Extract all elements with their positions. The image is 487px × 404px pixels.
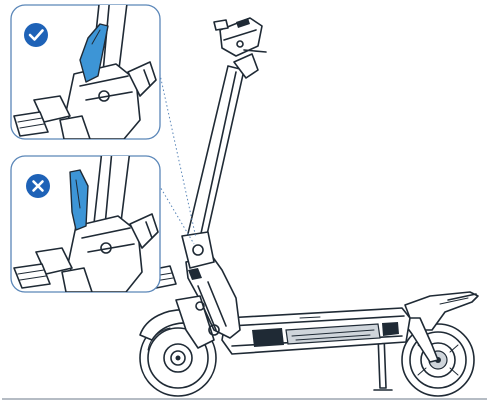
status-badge-correct	[24, 23, 48, 47]
detail-panel-incorrect	[10, 155, 161, 293]
status-badge-incorrect	[26, 174, 50, 198]
handlebar	[213, 17, 267, 57]
check-icon	[28, 29, 44, 41]
cross-icon	[32, 180, 44, 192]
scooter-illustration	[2, 17, 487, 400]
callout-lines	[158, 69, 197, 245]
steering-stem	[181, 53, 259, 269]
folding-lever-correct	[79, 23, 109, 83]
scooter-deck	[221, 307, 411, 355]
detail-panel-correct	[10, 4, 161, 140]
